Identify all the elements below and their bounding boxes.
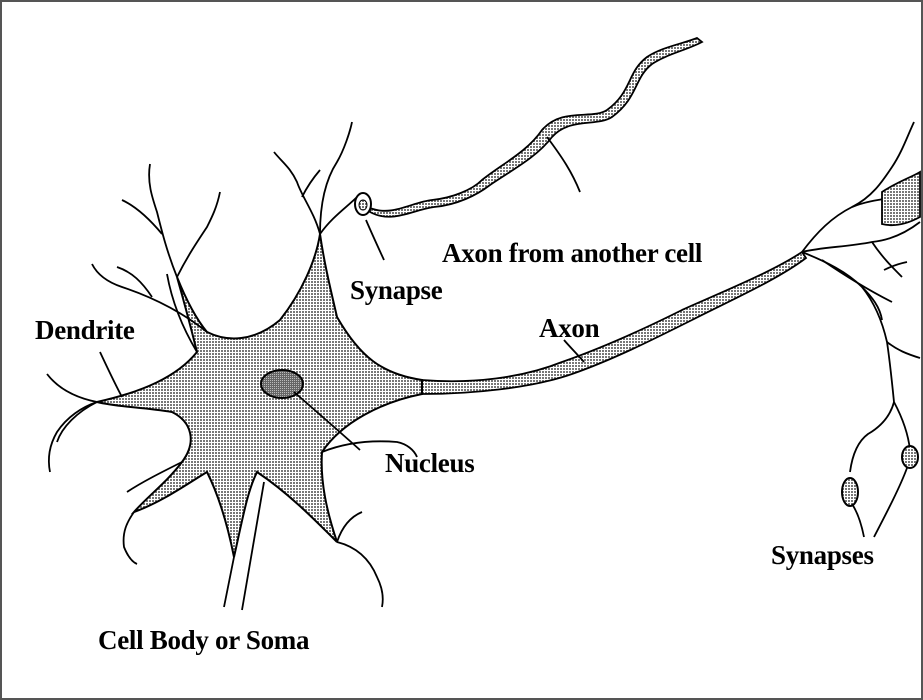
label-axon-from-another-cell: Axon from another cell (442, 240, 702, 267)
synapse-bulb-inner (359, 200, 367, 210)
label-synapse: Synapse (350, 277, 442, 304)
label-nucleus: Nucleus (385, 450, 474, 477)
leader-synapse (366, 220, 384, 260)
leader-dendrite (100, 352, 122, 397)
label-cell-body: Cell Body or Soma (98, 627, 309, 654)
terminal-bulb (902, 446, 918, 468)
leader-synapses-a (852, 504, 864, 537)
axon (422, 252, 806, 394)
incoming-axon (370, 38, 702, 217)
terminal-bulb (842, 478, 858, 506)
leader-terminal (884, 262, 907, 270)
axon-terminals (802, 122, 920, 472)
terminal-cut (882, 172, 920, 225)
label-axon: Axon (539, 315, 599, 342)
leader-synapses-b (874, 468, 907, 537)
label-synapses: Synapses (771, 542, 874, 569)
leader-incoming-axon (547, 137, 580, 192)
label-dendrite: Dendrite (35, 317, 135, 344)
